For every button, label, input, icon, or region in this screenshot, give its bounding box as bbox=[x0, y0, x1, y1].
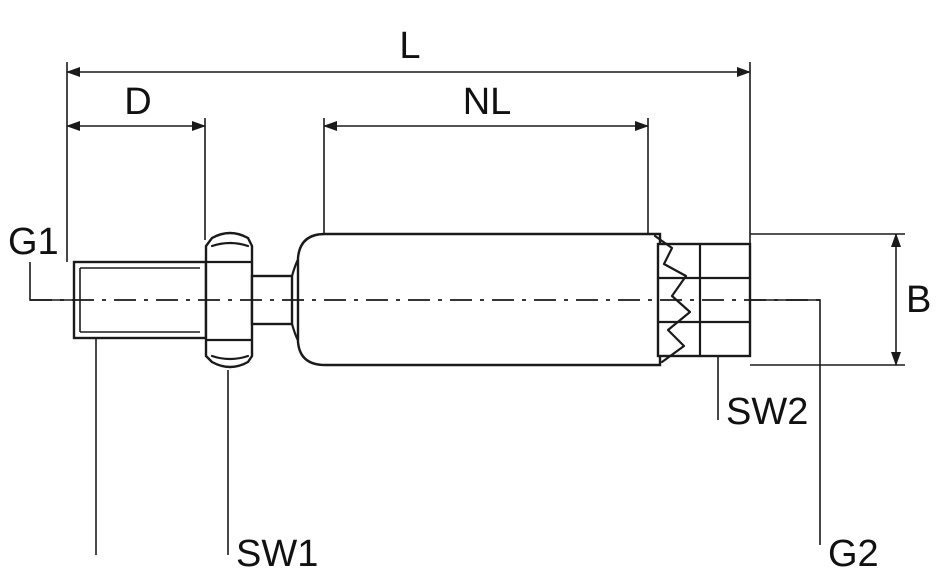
label-G2: G2 bbox=[828, 533, 879, 575]
threaded-stud bbox=[72, 260, 208, 340]
label-B: B bbox=[906, 279, 931, 321]
label-D: D bbox=[124, 81, 151, 123]
label-NL: NL bbox=[463, 81, 512, 123]
dimension-NL: NL bbox=[323, 81, 649, 240]
label-SW1: SW1 bbox=[236, 533, 318, 575]
label-SW2: SW2 bbox=[726, 391, 808, 433]
dimension-D: D bbox=[66, 81, 206, 240]
dimension-B: B bbox=[750, 233, 931, 366]
leader-lines bbox=[29, 262, 821, 555]
label-L: L bbox=[399, 25, 420, 67]
dimension-L: L bbox=[66, 25, 751, 262]
label-G1: G1 bbox=[8, 221, 59, 263]
